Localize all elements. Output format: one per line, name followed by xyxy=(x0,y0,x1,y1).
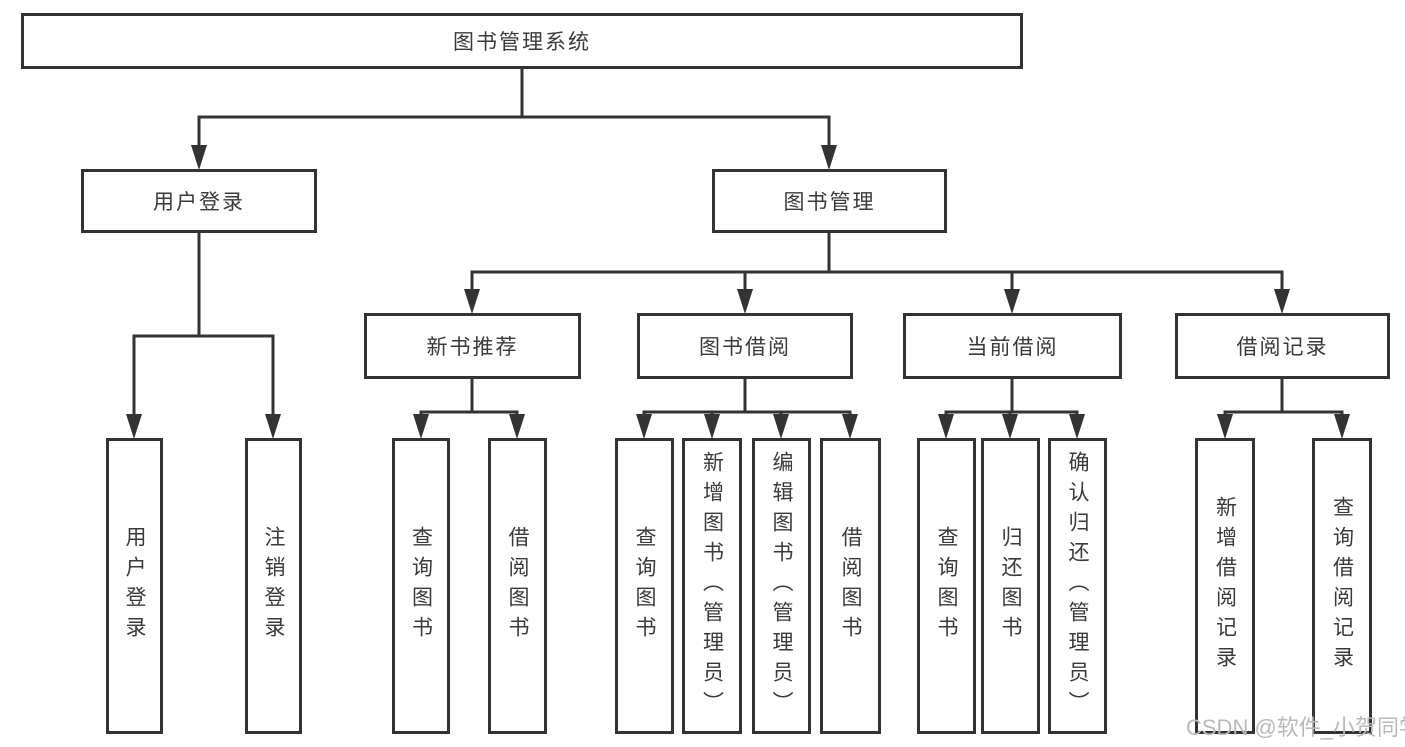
arrowhead xyxy=(126,414,142,439)
leaf-add-books-admin: 新增图书（管理员） xyxy=(682,438,742,734)
leaf-add-borrow-record: 新增借阅记录 xyxy=(1195,438,1255,734)
node-label: 图书管理 xyxy=(783,191,876,214)
leaf-label: 编辑图书（管理员） xyxy=(770,451,793,721)
arrowhead xyxy=(1334,414,1350,439)
node-label: 用户登录 xyxy=(153,191,245,214)
node-borrow-records: 借阅记录 xyxy=(1175,313,1390,379)
arrowhead xyxy=(842,414,858,439)
connector-book-borrow-branch xyxy=(642,377,852,419)
leaf-label: 查询图书 xyxy=(633,526,656,646)
leaf-edit-books-admin: 编辑图书（管理员） xyxy=(752,438,811,734)
node-user-login: 用户登录 xyxy=(81,169,317,233)
leaf-label: 借阅图书 xyxy=(506,526,529,646)
leaf-label: 借阅图书 xyxy=(839,526,862,646)
arrowhead xyxy=(1002,414,1018,439)
leaf-label: 查询图书 xyxy=(409,526,433,646)
leaf-label: 新增图书（管理员） xyxy=(700,451,724,721)
connector-borrow-records-branch xyxy=(1223,377,1344,419)
arrowhead xyxy=(1274,289,1290,314)
node-book-management: 图书管理 xyxy=(712,169,947,233)
leaf-logout: 注销登录 xyxy=(245,438,302,734)
leaf-confirm-return-admin: 确认归还（管理员） xyxy=(1048,438,1107,734)
node-label: 当前借阅 xyxy=(966,336,1059,359)
arrowhead xyxy=(773,414,789,439)
leaf-query-borrow-record: 查询借阅记录 xyxy=(1312,438,1372,734)
connector-user-login-branch xyxy=(132,231,275,418)
leaf-query-books: 查询图书 xyxy=(392,438,450,734)
connector-current-borrow-branch xyxy=(944,377,1079,419)
leaf-return-books: 归还图书 xyxy=(981,438,1040,734)
leaf-borrow-books: 借阅图书 xyxy=(488,438,547,734)
csdn-watermark: CSDN @软件_小贺同学 xyxy=(1186,715,1405,740)
arrowhead xyxy=(191,145,207,170)
arrowhead xyxy=(1069,414,1085,439)
leaf-user-login: 用户登录 xyxy=(106,438,163,734)
leaf-label: 查询图书 xyxy=(935,526,958,646)
node-label: 图书借阅 xyxy=(699,336,791,359)
node-label: 图书管理系统 xyxy=(453,31,591,54)
arrowhead xyxy=(1004,289,1020,314)
arrowhead xyxy=(265,414,281,439)
node-label: 借阅记录 xyxy=(1236,336,1329,359)
node-current-borrowing: 当前借阅 xyxy=(903,313,1122,379)
arrowhead xyxy=(938,414,954,439)
connector-book-mgmt-to-level3 xyxy=(470,231,1284,293)
leaf-label: 新增借阅记录 xyxy=(1213,496,1237,676)
arrowhead xyxy=(413,414,429,439)
arrowhead xyxy=(1217,414,1233,439)
connector-new-books-branch xyxy=(419,377,519,419)
leaf-label: 确认归还（管理员） xyxy=(1066,451,1089,721)
leaf-borrow-books: 借阅图书 xyxy=(820,438,881,734)
node-new-book-recommend: 新书推荐 xyxy=(364,313,581,379)
node-book-borrowing: 图书借阅 xyxy=(637,313,853,379)
node-root-system: 图书管理系统 xyxy=(21,13,1023,69)
arrowhead xyxy=(821,145,837,170)
node-label: 新书推荐 xyxy=(426,336,519,359)
connector-root-to-level2 xyxy=(197,67,831,149)
leaf-label: 归还图书 xyxy=(999,526,1022,646)
arrowhead xyxy=(636,414,652,439)
leaf-query-books: 查询图书 xyxy=(917,438,976,734)
leaf-label: 注销登录 xyxy=(262,526,285,646)
arrowhead xyxy=(509,414,525,439)
arrowhead xyxy=(737,289,753,314)
arrowhead xyxy=(464,289,480,314)
leaf-label: 查询借阅记录 xyxy=(1330,496,1354,676)
leaf-query-books: 查询图书 xyxy=(615,438,674,734)
arrowhead xyxy=(704,414,720,439)
leaf-label: 用户登录 xyxy=(123,526,146,646)
